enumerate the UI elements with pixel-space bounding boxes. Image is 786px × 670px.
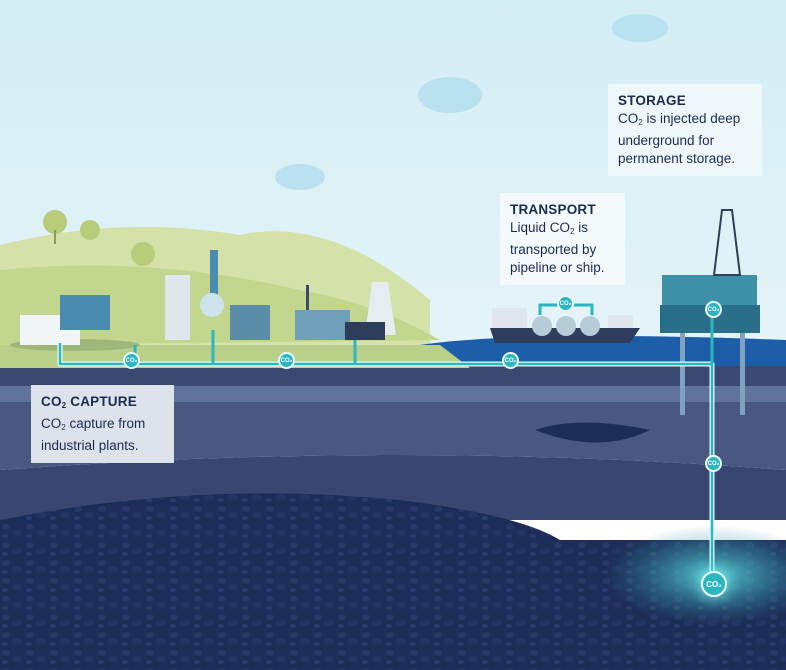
ship — [490, 308, 640, 343]
co2-badge: CO₂ — [705, 455, 722, 472]
co2-badge: CO₂ — [502, 352, 519, 369]
ground-layer-1 — [0, 366, 786, 386]
co2-badge: CO₂ — [123, 352, 140, 369]
co2-badge: CO₂ — [705, 301, 722, 318]
co2-badge-storage: CO₂ — [701, 571, 727, 597]
storage-title: STORAGE — [618, 93, 686, 108]
ground-layer-2 — [0, 386, 786, 402]
storage-rock — [0, 493, 786, 670]
capture-label-box: CO2 CAPTURE CO2 capture from industrial … — [31, 385, 174, 463]
trees — [43, 210, 155, 266]
clouds — [275, 14, 668, 190]
storage-glow — [604, 525, 786, 625]
transport-label-box: TRANSPORT Liquid CO2 is transported by p… — [500, 193, 625, 285]
co2-badge: CO₂ — [557, 295, 574, 312]
capture-description: CO2 capture from industrial plants. — [41, 416, 146, 453]
transport-description: Liquid CO2 is transported by pipeline or… — [510, 220, 605, 275]
transport-title: TRANSPORT — [510, 202, 596, 217]
capture-title: CO2 CAPTURE — [41, 394, 137, 410]
co2-badge: CO₂ — [278, 352, 295, 369]
ground-layer-3 — [0, 402, 786, 470]
storage-description: CO2 is injected deep underground for per… — [618, 111, 741, 166]
storage-label-box: STORAGE CO2 is injected deep underground… — [608, 84, 762, 176]
industrial-plants — [10, 250, 396, 351]
